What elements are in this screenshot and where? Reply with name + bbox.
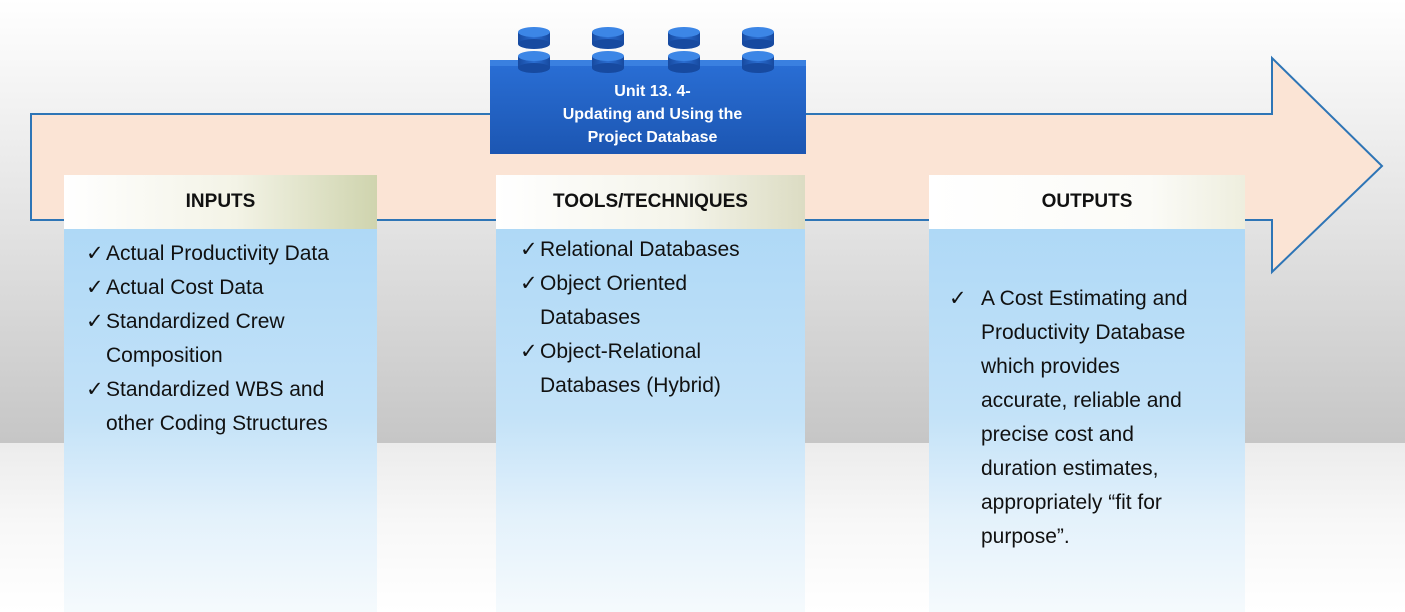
check-icon: ✓ (86, 378, 104, 401)
check-icon: ✓ (949, 287, 967, 310)
tools-list: ✓Relational Databases ✓Object Oriented D… (496, 229, 760, 403)
tools-header: TOOLS/TECHNIQUES (496, 175, 805, 229)
list-item: ✓Object Oriented Databases (520, 267, 760, 335)
list-item: ✓Relational Databases (520, 233, 760, 267)
brick-title-line: Project Database (587, 129, 718, 146)
check-icon: ✓ (86, 310, 104, 333)
list-item: ✓Actual Cost Data (86, 271, 346, 305)
outputs-list: ✓A Cost Estimating and Productivity Data… (929, 229, 1199, 554)
check-icon: ✓ (520, 272, 538, 295)
inputs-header: INPUTS (64, 175, 377, 229)
list-item: ✓Actual Productivity Data (86, 237, 346, 271)
lego-brick (490, 27, 806, 154)
check-icon: ✓ (520, 238, 538, 261)
brick-title-line: Updating and Using the (562, 106, 743, 123)
check-icon: ✓ (520, 340, 538, 363)
list-item: ✓Standardized WBS and other Coding Struc… (86, 373, 346, 441)
tools-card: TOOLS/TECHNIQUES ✓Relational Databases ✓… (496, 175, 805, 612)
brick-studs (518, 27, 774, 73)
inputs-list: ✓Actual Productivity Data ✓Actual Cost D… (64, 229, 346, 441)
brick-title: Unit 13. 4- Updating and Using the Proje… (510, 80, 795, 149)
check-icon: ✓ (86, 276, 104, 299)
outputs-card: OUTPUTS ✓A Cost Estimating and Productiv… (929, 175, 1245, 612)
brick-title-line: Unit 13. 4- (614, 83, 691, 100)
list-item: ✓A Cost Estimating and Productivity Data… (949, 282, 1199, 554)
outputs-header: OUTPUTS (929, 175, 1245, 229)
list-item: ✓Object-Relational Databases (Hybrid) (520, 335, 760, 403)
list-item: ✓Standardized Crew Composition (86, 305, 346, 373)
check-icon: ✓ (86, 242, 104, 265)
inputs-card: INPUTS ✓Actual Productivity Data ✓Actual… (64, 175, 377, 612)
